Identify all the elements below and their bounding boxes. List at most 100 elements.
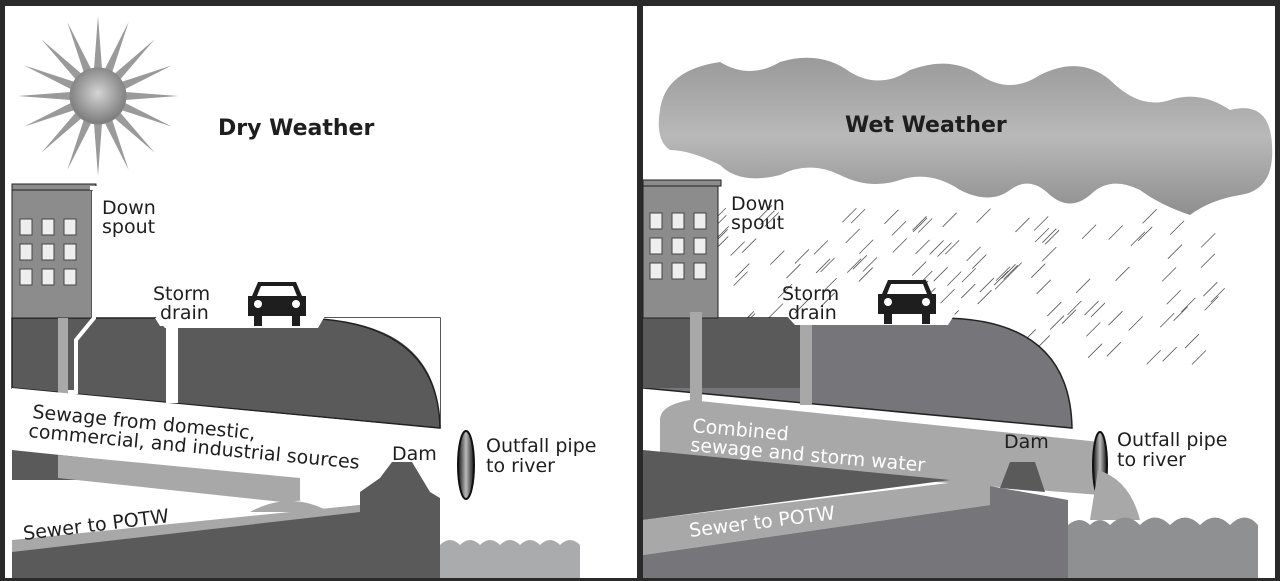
building-window <box>19 218 33 236</box>
river-wet <box>1068 517 1258 578</box>
rain-streak <box>961 267 977 283</box>
rain-streak <box>1200 233 1216 248</box>
rain-streak <box>794 298 810 314</box>
rain-streak <box>1031 263 1046 278</box>
wet-weather-scene: Wet Weather Down spout Storm drain Combi… <box>642 57 1273 578</box>
rain-streak <box>815 258 831 274</box>
rain-streak <box>1001 264 1016 279</box>
rain-streak <box>960 283 976 299</box>
sun-icon <box>18 16 178 176</box>
building-window <box>19 243 33 261</box>
rain-streak <box>1090 302 1106 318</box>
sun-ray <box>103 22 129 74</box>
road-surface-wet <box>785 314 955 325</box>
sun-ray <box>41 39 83 81</box>
downspout-wet-label-line2: spout <box>731 212 784 234</box>
rain-streak <box>1042 228 1057 243</box>
building-window <box>63 243 77 261</box>
rain-streak <box>1049 315 1065 330</box>
rain-streak <box>1181 297 1196 313</box>
outfall-wet-label-line2: to river <box>1117 449 1186 471</box>
sun-ray <box>93 121 103 176</box>
sun-ray <box>123 91 178 101</box>
rain-streak <box>1086 322 1101 337</box>
rain-streak <box>735 263 750 278</box>
rain-streak <box>1015 217 1030 233</box>
outfall-wet-label-line1: Outfall pipe <box>1117 429 1227 451</box>
rain-streak <box>993 270 1009 286</box>
sun-ray <box>93 16 103 71</box>
rain-streak <box>786 263 801 279</box>
rain-streak <box>858 267 874 282</box>
rain-streak <box>942 212 957 228</box>
rain-streak <box>862 257 878 272</box>
rain-streak <box>1210 287 1226 303</box>
rain-streak <box>1034 227 1050 243</box>
rain-streak <box>891 221 907 236</box>
car-icon-wet <box>878 280 936 324</box>
rain-streak <box>1067 300 1082 316</box>
rain-streak <box>1084 300 1099 316</box>
ground-wedge-wet <box>643 450 950 520</box>
rain-streak <box>741 238 757 253</box>
storm-drain-wet-label-line2: drain <box>788 302 837 324</box>
outfall-pipe-end <box>457 430 475 500</box>
rain-streak <box>777 283 793 299</box>
rain-streak <box>1167 244 1183 259</box>
dam-wet <box>1000 462 1045 492</box>
panel-divider <box>638 6 641 578</box>
rain-streak <box>946 271 962 286</box>
river <box>440 540 580 578</box>
rain-streak <box>1047 301 1062 317</box>
building-window <box>693 262 707 280</box>
rain-streak <box>820 292 836 308</box>
car-icon <box>248 282 306 326</box>
rain-streak <box>794 249 810 264</box>
building-window <box>649 262 663 280</box>
downspout-label-line2: spout <box>102 216 155 238</box>
rain-streak <box>1075 278 1091 294</box>
building-window <box>41 218 55 236</box>
rain-streak <box>977 289 992 305</box>
cloud-icon <box>658 57 1273 215</box>
building-window <box>63 218 77 236</box>
overflow-discharge <box>1090 470 1140 520</box>
building-window <box>671 212 685 230</box>
sun-ray <box>113 39 155 81</box>
rain-streak <box>915 239 930 255</box>
rain-streak <box>858 239 874 255</box>
rain-streak <box>733 271 748 286</box>
outfall-label-line2: to river <box>486 455 555 477</box>
rain-streak <box>1041 246 1057 262</box>
rain-streak <box>995 266 1011 281</box>
rain-streak <box>820 257 835 273</box>
rain-streak <box>1169 220 1185 236</box>
sun-ray <box>67 118 93 170</box>
rain-streak <box>1204 296 1219 311</box>
rain-streak <box>1003 264 1018 280</box>
rain-streak <box>1191 350 1207 365</box>
rain-streak <box>912 217 928 233</box>
rain-streak <box>768 303 784 318</box>
rain-streak <box>911 261 927 276</box>
rain-streak <box>852 255 868 270</box>
rain-streak <box>1173 306 1188 321</box>
rain-streak <box>944 239 960 255</box>
rain-streak <box>1146 349 1161 365</box>
ground-bottom <box>12 505 440 578</box>
rain-streak <box>1137 226 1153 242</box>
sun-ray <box>24 65 76 91</box>
building-window <box>671 262 685 280</box>
sun-ray <box>18 91 73 101</box>
rain-streak <box>1130 231 1146 247</box>
storm-drain-wet-label-line1: Storm <box>782 283 839 305</box>
building <box>11 183 97 319</box>
rain-streak <box>892 238 908 253</box>
rain-streak <box>972 254 987 269</box>
rain-streak <box>966 246 981 262</box>
dam-label: Dam <box>392 443 437 465</box>
rain-streak <box>1087 343 1103 358</box>
rain-streak <box>760 210 775 225</box>
